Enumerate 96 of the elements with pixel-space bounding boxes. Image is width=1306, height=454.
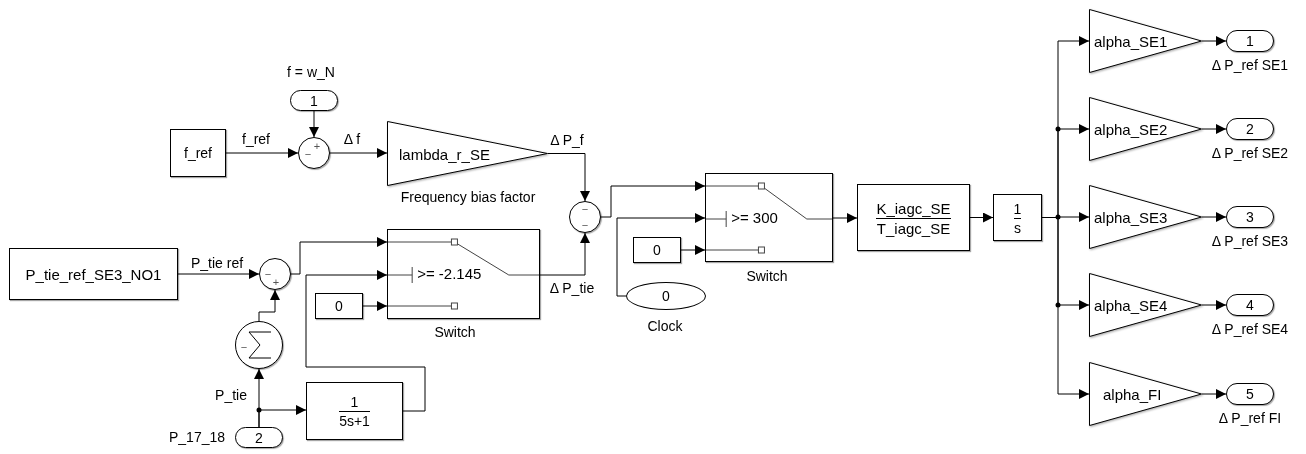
gain-block xyxy=(1089,9,1202,73)
sum-block xyxy=(235,321,283,369)
block-caption: Clock xyxy=(647,319,683,333)
sum-block xyxy=(298,137,330,169)
sign-label: − xyxy=(581,219,589,231)
sign-label: + xyxy=(313,140,321,152)
block-label: 1 xyxy=(350,395,359,409)
signal-arrow xyxy=(1201,124,1227,134)
constant-block xyxy=(633,237,681,263)
signal-label: f_ref xyxy=(240,131,272,147)
signal-arrow xyxy=(1201,389,1227,399)
sign-label: + xyxy=(272,276,280,288)
block-label: K_iagc_SE xyxy=(876,200,951,216)
signal-arrow xyxy=(969,212,994,223)
constant-block xyxy=(9,248,178,300)
signal-label: Δ P_f xyxy=(548,132,586,148)
block-caption: Δ P_ref SE4 xyxy=(1211,322,1289,336)
signal-arrow xyxy=(305,270,426,412)
block-caption: Frequency bias factor xyxy=(400,190,536,204)
block-label: alpha_SE3 xyxy=(1094,209,1168,225)
block-label: P_tie_ref_SE3_NO1 xyxy=(25,266,162,282)
integrator-block xyxy=(993,194,1042,241)
block-caption: f = w_N xyxy=(287,65,335,79)
block-caption: Switch xyxy=(434,325,476,339)
block-label: 4 xyxy=(1246,298,1254,312)
signal-arrow xyxy=(539,232,590,276)
signal-label: Δ P_tie xyxy=(547,280,597,296)
signal-arrow xyxy=(1201,300,1227,310)
signal-arrow xyxy=(309,110,319,138)
block-label: 1 xyxy=(1013,201,1022,216)
block-label: s xyxy=(1014,220,1021,235)
sign-label: − xyxy=(240,341,248,353)
block-label: 3 xyxy=(1246,210,1254,224)
block-label: alpha_FI xyxy=(1103,386,1162,402)
outport-block xyxy=(1226,383,1274,405)
sum-block xyxy=(259,258,291,290)
signal-arrow xyxy=(258,289,280,322)
signal-arrow xyxy=(616,213,706,297)
signal-arrow xyxy=(225,148,299,158)
switch-block xyxy=(387,229,540,319)
block-label: alpha_SE1 xyxy=(1094,33,1168,49)
signal-arrow xyxy=(832,213,858,223)
sign-label: − xyxy=(264,268,272,280)
block-label: f_ref xyxy=(184,146,212,160)
signal-arrow xyxy=(1201,212,1227,222)
block-label: 2 xyxy=(1246,122,1254,136)
switch-block xyxy=(705,173,833,262)
sum-block xyxy=(569,201,601,233)
block-label: lambda_r_SE xyxy=(399,146,490,161)
gain-block xyxy=(1089,273,1202,337)
block-caption: Δ P_ref SE1 xyxy=(1211,58,1289,72)
inport-block xyxy=(290,90,338,111)
constant-block xyxy=(315,293,363,319)
gain-block xyxy=(387,121,548,186)
signal-arrow xyxy=(329,148,388,158)
constant-block xyxy=(170,129,226,177)
block-caption: Δ P_ref FI xyxy=(1218,411,1282,425)
block-label: T_iagc_SE xyxy=(876,220,951,236)
threshold-label: >= -2.145 xyxy=(417,266,482,281)
signal-arrow xyxy=(1201,36,1227,46)
block-label: 1 xyxy=(310,93,318,108)
block-label: 1 xyxy=(1246,34,1254,48)
outport-block xyxy=(1226,206,1274,228)
outport-block xyxy=(1226,30,1274,52)
block-label: alpha_SE2 xyxy=(1094,121,1168,137)
block-label: 0 xyxy=(653,243,661,257)
sign-label: − xyxy=(304,148,312,160)
outport-block xyxy=(1226,118,1274,140)
block-label: 0 xyxy=(335,299,343,313)
signal-arrow xyxy=(290,237,388,275)
gain-block xyxy=(1089,97,1202,161)
block-caption: Δ P_ref SE3 xyxy=(1211,234,1289,248)
signal-arrow xyxy=(680,245,706,255)
inport-block xyxy=(235,427,283,448)
block-caption: Switch xyxy=(746,269,788,283)
signal-arrow xyxy=(600,181,706,218)
block-label: 5s+1 xyxy=(339,414,370,428)
block-caption: P_17_18 xyxy=(168,430,226,444)
block-label: 5 xyxy=(1246,387,1254,401)
signal-arrow xyxy=(258,405,307,428)
signal-arrow xyxy=(362,301,388,311)
signal-arrow xyxy=(547,153,590,202)
block-label: 2 xyxy=(255,430,263,445)
signal-label: Δ f xyxy=(341,131,363,147)
transfer-function-block xyxy=(306,382,403,440)
gain-ratio-block xyxy=(857,184,970,251)
sign-label: − xyxy=(581,203,589,215)
gain-block xyxy=(1089,362,1202,426)
signal-arrow xyxy=(177,269,260,279)
block-caption: Δ P_ref SE2 xyxy=(1211,146,1289,160)
block-label: alpha_SE4 xyxy=(1094,297,1168,313)
signal-label: P_tie xyxy=(213,387,249,403)
outport-block xyxy=(1226,294,1274,316)
threshold-label: >= 300 xyxy=(731,210,778,225)
block-label: 0 xyxy=(662,289,670,303)
gain-block xyxy=(1089,185,1202,249)
